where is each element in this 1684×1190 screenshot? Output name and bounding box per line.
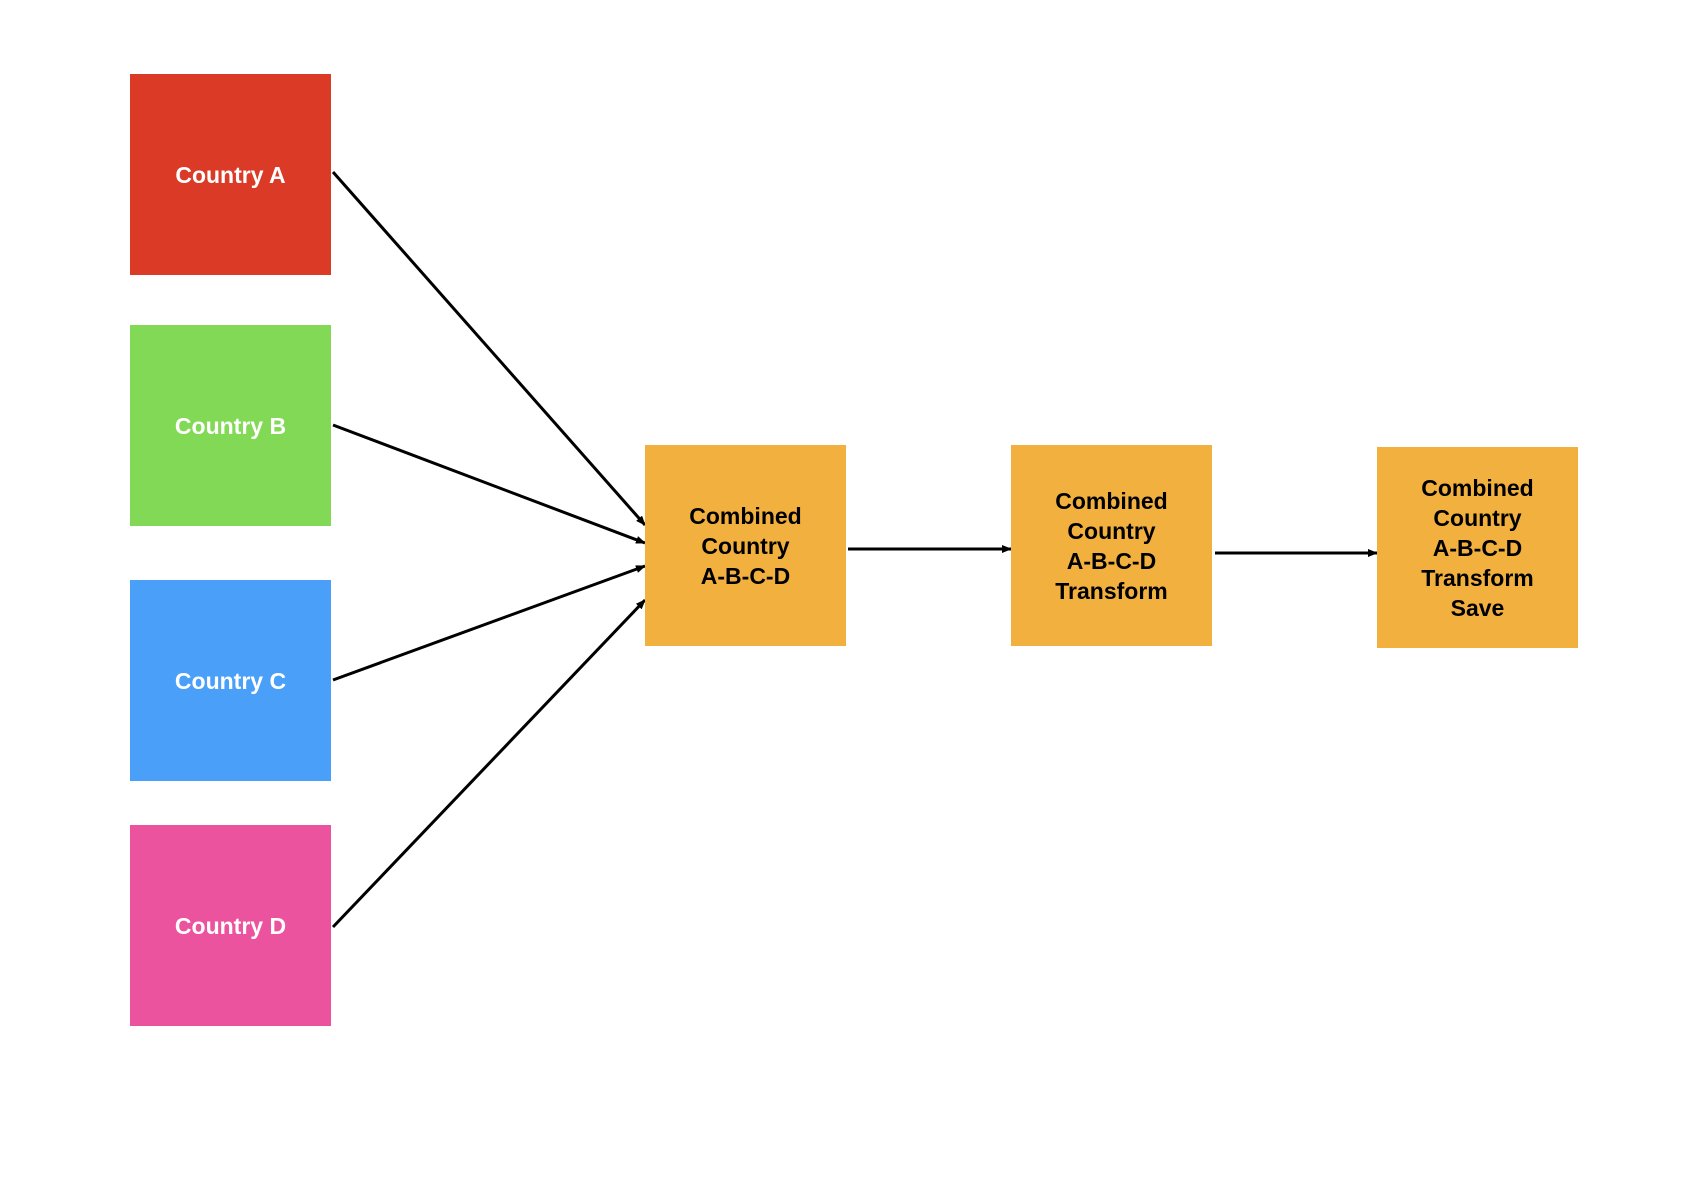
node-country-a: Country A: [130, 74, 331, 275]
node-country-b: Country B: [130, 325, 331, 526]
node-save: Combined Country A-B-C-D Transform Save: [1377, 447, 1578, 648]
node-label: Country B: [174, 412, 287, 439]
node-country-c: Country C: [130, 580, 331, 781]
node-label: Combined Country A-B-C-D Transform Save: [1421, 474, 1534, 621]
node-label: Country C: [174, 667, 287, 694]
edge-country-b-to-combined: [332, 423, 646, 545]
node-label: Country D: [174, 912, 287, 939]
node-country-d: Country D: [130, 825, 331, 1026]
node-combined: Combined Country A-B-C-D: [645, 445, 846, 646]
node-label: Country A: [175, 161, 286, 188]
node-label: Combined Country A-B-C-D Transform: [1055, 487, 1168, 604]
edge-country-d-to-combined: [331, 598, 647, 929]
edge-country-a-to-combined: [331, 171, 647, 526]
edge-country-c-to-combined: [332, 564, 646, 682]
node-label: Combined Country A-B-C-D: [689, 502, 802, 589]
node-transform: Combined Country A-B-C-D Transform: [1011, 445, 1212, 646]
